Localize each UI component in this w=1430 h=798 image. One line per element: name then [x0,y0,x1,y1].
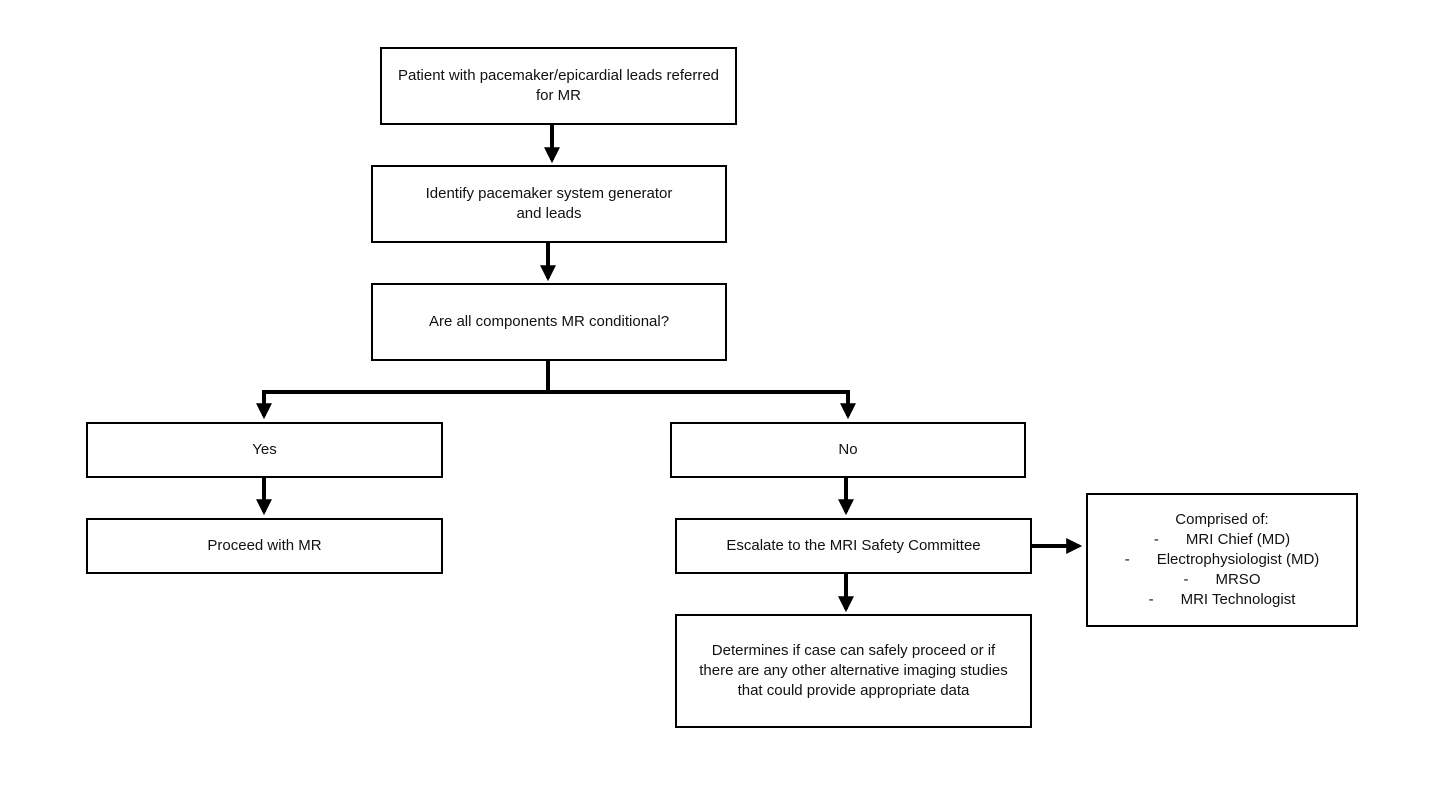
list-bullet: - [1183,571,1189,588]
committee-member-label: MRI Technologist [1180,591,1296,608]
committee-box: Comprised of: - MRI Chief (MD) - Electroph… [1086,493,1358,627]
proceed-box-label: Proceed with MR [207,537,322,554]
determines-box-label: Determines if case can safely proceed or… [699,642,1008,699]
committee-member: - MRI Technologist [1149,590,1296,610]
committee-member: - Electrophysiologist (MD) [1125,550,1320,570]
no-box-label: No [838,441,858,458]
proceed-box: Proceed with MR [86,518,443,574]
decision-box: Are all components MR conditional? [371,283,727,361]
escalate-box: Escalate to the MRI Safety Committee [675,518,1032,574]
committee-member: - MRI Chief (MD) [1154,530,1290,550]
determines-box: Determines if case can safely proceed or… [675,614,1032,728]
decision-box-label: Are all components MR conditional? [428,313,670,330]
committee-member-label: MRSO [1215,571,1261,588]
committee-member-label: MRI Chief (MD) [1185,531,1291,548]
list-bullet: - [1148,591,1154,608]
identify-box-label: Identify pacemaker system generator and … [425,185,673,222]
start-box-label: Patient with pacemaker/epicardial leads … [398,67,719,104]
no-box: No [670,422,1026,478]
committee-member: - MRSO [1183,570,1260,590]
list-bullet: - [1124,551,1130,568]
start-box: Patient with pacemaker/epicardial leads … [380,47,737,125]
committee-member-label: Electrophysiologist (MD) [1156,551,1320,568]
escalate-box-label: Escalate to the MRI Safety Committee [726,537,981,554]
yes-box-label: Yes [252,441,277,458]
identify-box: Identify pacemaker system generator and … [371,165,727,243]
list-bullet: - [1153,531,1159,548]
committee-heading: Comprised of: [1175,511,1269,528]
yes-box: Yes [86,422,443,478]
committee-list: Comprised of: - MRI Chief (MD) - Electroph… [1125,510,1320,610]
